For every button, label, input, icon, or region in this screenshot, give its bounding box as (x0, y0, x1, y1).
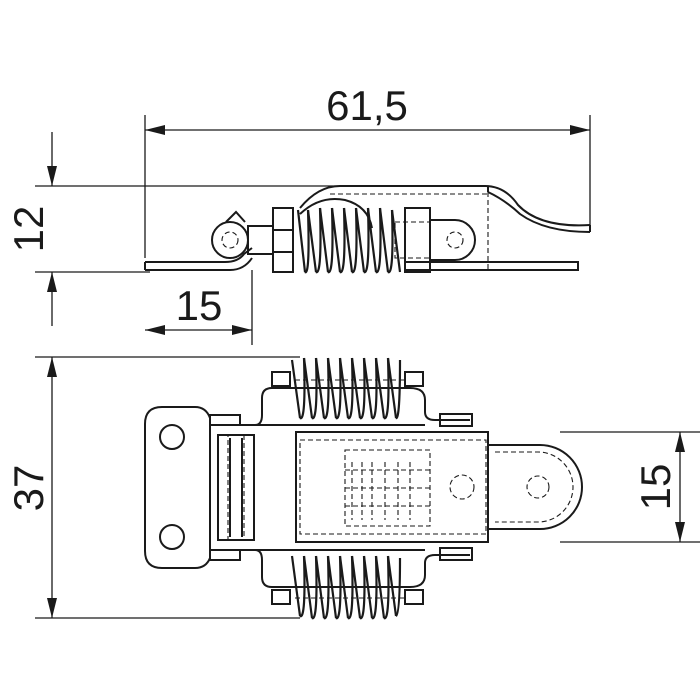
dimension-hook-width: 15 (560, 431, 700, 543)
dimension-side-height: 12 (5, 132, 470, 326)
dimension-text-hook-width: 15 (632, 464, 679, 511)
latch-side-view (144, 185, 591, 274)
latch-top-view (144, 357, 583, 620)
dimension-total-width: 37 (5, 356, 300, 619)
dimension-text-overall-length: 61,5 (326, 82, 408, 129)
dimension-base-offset: 15 (145, 270, 253, 345)
dimension-text-total-width: 37 (5, 465, 52, 512)
dimension-text-base-offset: 15 (176, 282, 223, 329)
dimension-text-side-height: 12 (5, 206, 52, 253)
dimension-overall-length: 61,5 (144, 82, 591, 258)
